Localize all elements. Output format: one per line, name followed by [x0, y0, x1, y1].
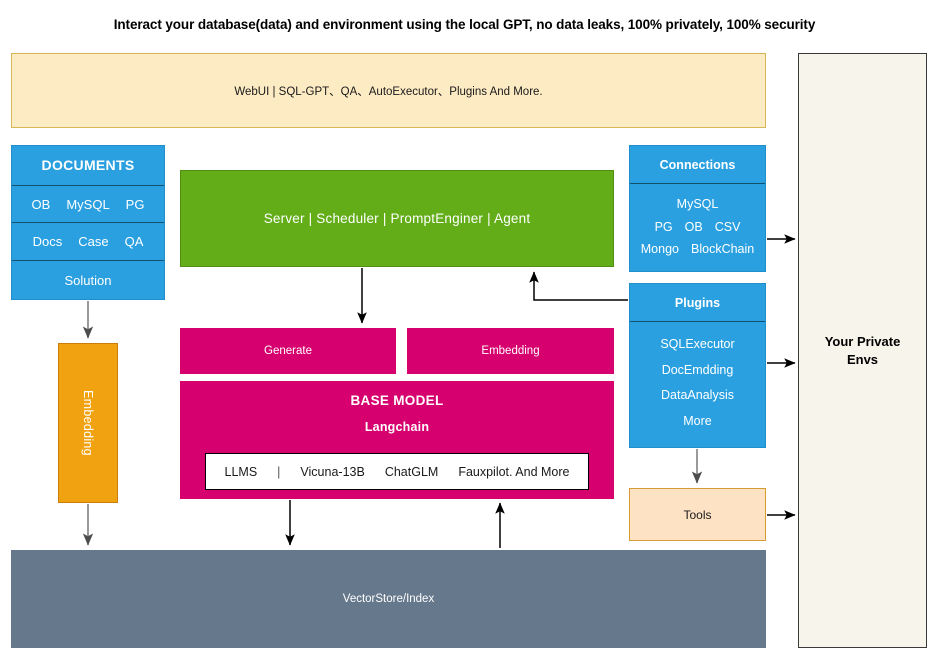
- base-model-subtitle: Langchain: [364, 420, 430, 434]
- connection-blockchain: BlockChain: [691, 242, 755, 257]
- llm-chatglm: ChatGLM: [384, 464, 439, 479]
- plugins-title: Plugins: [630, 284, 765, 322]
- webui-label: WebUI | SQL-GPT、QA、AutoExecutor、Plugins …: [234, 85, 543, 98]
- connection-csv: CSV: [714, 219, 741, 234]
- generate-block: Generate: [180, 328, 396, 374]
- vectorstore-label: VectorStore/Index: [342, 593, 435, 605]
- embedding-pipeline-block: Embedding: [58, 343, 118, 503]
- connection-ob: OB: [684, 219, 703, 234]
- connections-row-1: MySQL: [677, 197, 719, 211]
- documents-solution-row: Solution: [64, 272, 112, 288]
- llms-separator: |: [277, 464, 281, 479]
- private-envs-line2: Envs: [846, 351, 879, 367]
- connections-row-2: PG OB CSV: [655, 220, 741, 234]
- documents-type-case: Case: [78, 234, 109, 250]
- server-label: Server | Scheduler | PromptEnginer | Age…: [263, 211, 531, 226]
- server-layer: Server | Scheduler | PromptEnginer | Age…: [180, 170, 614, 267]
- embedding-vertical-label: Embedding: [81, 390, 95, 456]
- connections-row-3: Mongo BlockChain: [641, 242, 754, 256]
- vectorstore-index-block: VectorStore/Index: [11, 550, 766, 648]
- documents-type-qa: QA: [124, 234, 144, 250]
- plugins-panel: Plugins SQLExecutor DocEmdding DataAnaly…: [629, 283, 766, 448]
- plugin-docemdding: DocEmdding: [661, 362, 734, 377]
- documents-title: DOCUMENTS: [12, 146, 164, 186]
- connections-title: Connections: [630, 146, 765, 184]
- plugin-sqlexecutor: SQLExecutor: [660, 337, 735, 352]
- documents-source-ob: OB: [31, 196, 51, 212]
- base-model-title: BASE MODEL: [350, 393, 444, 408]
- embedding-block-label: Embedding: [481, 345, 540, 357]
- connection-mongo: Mongo: [640, 242, 679, 257]
- base-model-panel: BASE MODEL Langchain LLMS | Vicuna-13B C…: [180, 381, 614, 499]
- embedding-block: Embedding: [407, 328, 614, 374]
- documents-panel: DOCUMENTS OB MySQL PG Docs Case QA Solut…: [11, 145, 165, 300]
- tools-block: Tools: [629, 488, 766, 541]
- documents-source-mysql: MySQL: [66, 196, 110, 212]
- webui-banner: WebUI | SQL-GPT、QA、AutoExecutor、Plugins …: [11, 53, 766, 128]
- plugins-body: SQLExecutor DocEmdding DataAnalysis More: [630, 322, 765, 447]
- generate-label: Generate: [264, 345, 312, 357]
- llm-fauxpilot: Fauxpilot. And More: [458, 464, 570, 479]
- your-private-envs-panel: Your Private Envs: [798, 53, 927, 648]
- llms-row: LLMS | Vicuna-13B ChatGLM Fauxpilot. And…: [205, 453, 589, 490]
- documents-source-pg: PG: [125, 196, 145, 212]
- connections-body: MySQL PG OB CSV Mongo BlockChain: [630, 184, 765, 271]
- llms-label: LLMS: [224, 464, 258, 479]
- plugin-more: More: [683, 413, 712, 428]
- arrow-plugins-to-server: [529, 271, 628, 301]
- documents-types-row: Docs Case QA: [12, 223, 164, 262]
- connection-pg: PG: [654, 219, 673, 234]
- page-title: Interact your database(data) and environ…: [113, 17, 816, 32]
- documents-type-docs: Docs: [32, 234, 63, 250]
- llm-vicuna: Vicuna-13B: [300, 464, 365, 479]
- connections-panel: Connections MySQL PG OB CSV Mongo BlockC…: [629, 145, 766, 272]
- private-envs-line1: Your Private: [824, 333, 901, 349]
- connection-mysql: MySQL: [676, 196, 719, 211]
- tools-label: Tools: [683, 507, 712, 522]
- plugin-dataanalysis: DataAnalysis: [661, 388, 734, 403]
- documents-sources-row: OB MySQL PG: [12, 186, 164, 224]
